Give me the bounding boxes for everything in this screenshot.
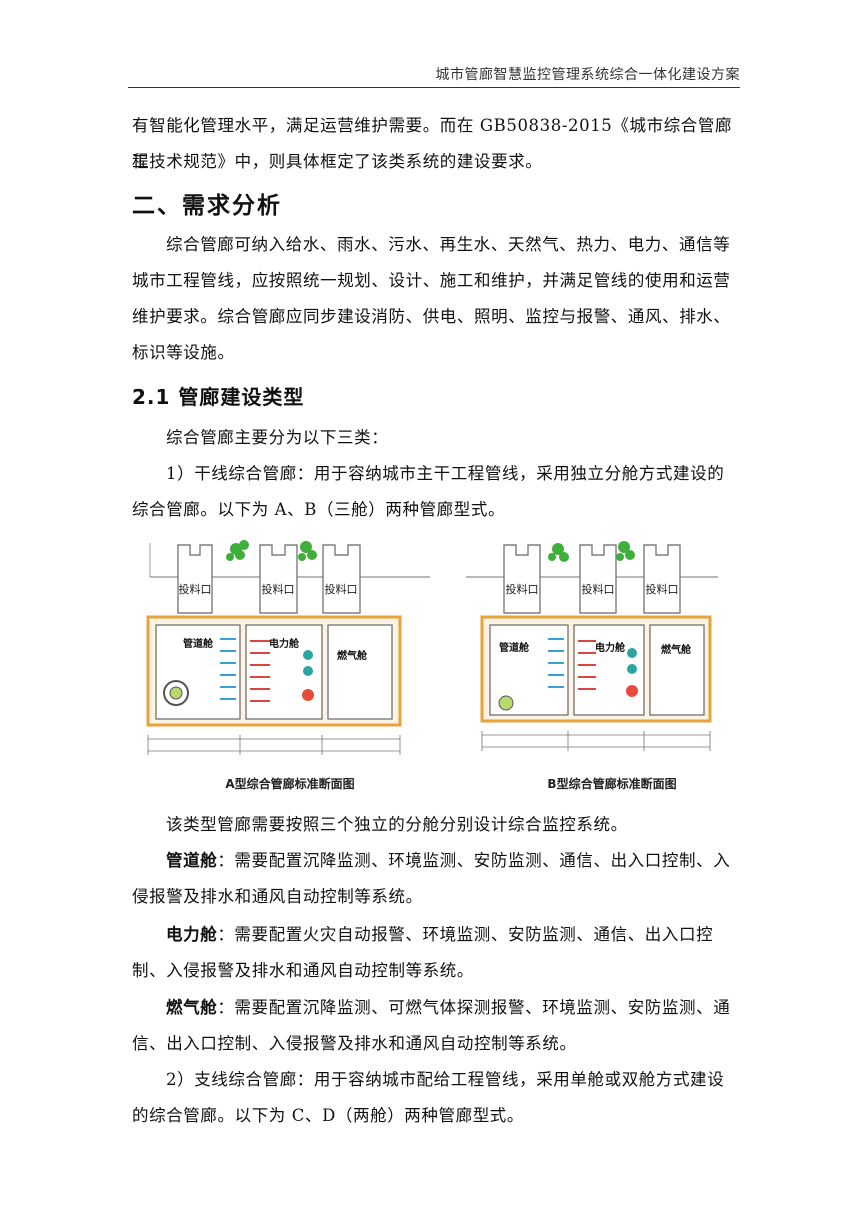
figure-a-chamber-pipe: 管道舱 [183, 637, 214, 650]
paragraph-trunk-design: 该类型管廊需要按照三个独立的分舱分别设计综合监控系统。 [166, 815, 628, 834]
paragraph-requirements: 综合管廊可纳入给水、雨水、污水、再生水、天然气、热力、电力、通信等城市工程管线，… [132, 235, 731, 362]
section-heading: 二、需求分析 [132, 193, 282, 219]
intro-line-2: 程技术规范》中，则具体框定了该类系统的建设要求。 [132, 152, 543, 171]
power-chamber-desc: ：需要配置火灾自动报警、环境监测、安防监测、通信、出入口控制、入侵报警及排水和通… [132, 925, 714, 980]
figure-a-inlet-2: 投料口 [262, 582, 295, 596]
figure-b-chamber-power: 电力舱 [595, 641, 626, 654]
paragraph-power-chamber: 电力舱：需要配置火灾自动报警、环境监测、安防监测、通信、出入口控制、入侵报警及排… [132, 917, 740, 989]
paragraph-pipe-chamber: 管道舱：需要配置沉降监测、环境监测、安防监测、通信、出入口控制、入侵报警及排水和… [132, 843, 740, 915]
gas-chamber-term: 燃气舱 [166, 998, 218, 1017]
figure-a: 投料口 投料口 投料口 [140, 535, 440, 800]
paragraph-trunk: 1）干线综合管廊：用于容纳城市主干工程管线，采用独立分舱方式建设的综合管廊。以下… [132, 464, 725, 519]
figure-a-chamber-power: 电力舱 [269, 637, 300, 650]
subsection-heading: 2.1 管廊建设类型 [132, 385, 305, 409]
figure-a-chamber-gas: 燃气舱 [337, 649, 368, 662]
figure-b: 投料口 投料口 投料口 管道舱 电力舱 [462, 535, 762, 800]
gas-chamber-desc: ：需要配置沉降监测、可燃气体探测报警、环境监测、安防监测、通信、出入口控制、入侵… [132, 998, 731, 1053]
figure-b-caption: B型综合管廊标准断面图 [547, 777, 677, 791]
paragraph-types: 综合管廊主要分为以下三类： [166, 428, 389, 447]
figure-b-chamber-pipe: 管道舱 [499, 641, 530, 654]
figure-a-drawing: 投料口 投料口 投料口 [146, 540, 430, 755]
figure-b-inlet-1: 投料口 [506, 582, 539, 596]
figure-b-inlet-2: 投料口 [582, 582, 615, 596]
header-divider [128, 87, 740, 88]
paragraph-gas-chamber: 燃气舱：需要配置沉降监测、可燃气体探测报警、环境监测、安防监测、通信、出入口控制… [132, 990, 740, 1062]
figure-a-inlet-3: 投料口 [325, 582, 358, 596]
figure-a-caption: A型综合管廊标准断面图 [225, 777, 355, 791]
pipe-chamber-desc: ：需要配置沉降监测、环境监测、安防监测、通信、出入口控制、入侵报警及排水和通风自… [132, 851, 731, 906]
figure-b-chamber-gas: 燃气舱 [661, 643, 692, 656]
pipe-chamber-term: 管道舱 [166, 851, 218, 870]
power-chamber-term: 电力舱 [166, 925, 218, 944]
paragraph-branch: 2）支线综合管廊：用于容纳城市配给工程管线，采用单舱或双舱方式建设的综合管廊。以… [132, 1070, 725, 1125]
running-header: 城市管廊智慧监控管理系统综合一体化建设方案 [435, 67, 740, 83]
figure-b-drawing: 投料口 投料口 投料口 管道舱 电力舱 [466, 541, 718, 751]
figure-a-inlet-1: 投料口 [179, 582, 212, 596]
intro-line-1: 有智能化管理水平，满足运营维护需要。而在 GB50838-2015《城市综合管廊… [132, 116, 733, 171]
figure-b-inlet-3: 投料口 [646, 582, 679, 596]
